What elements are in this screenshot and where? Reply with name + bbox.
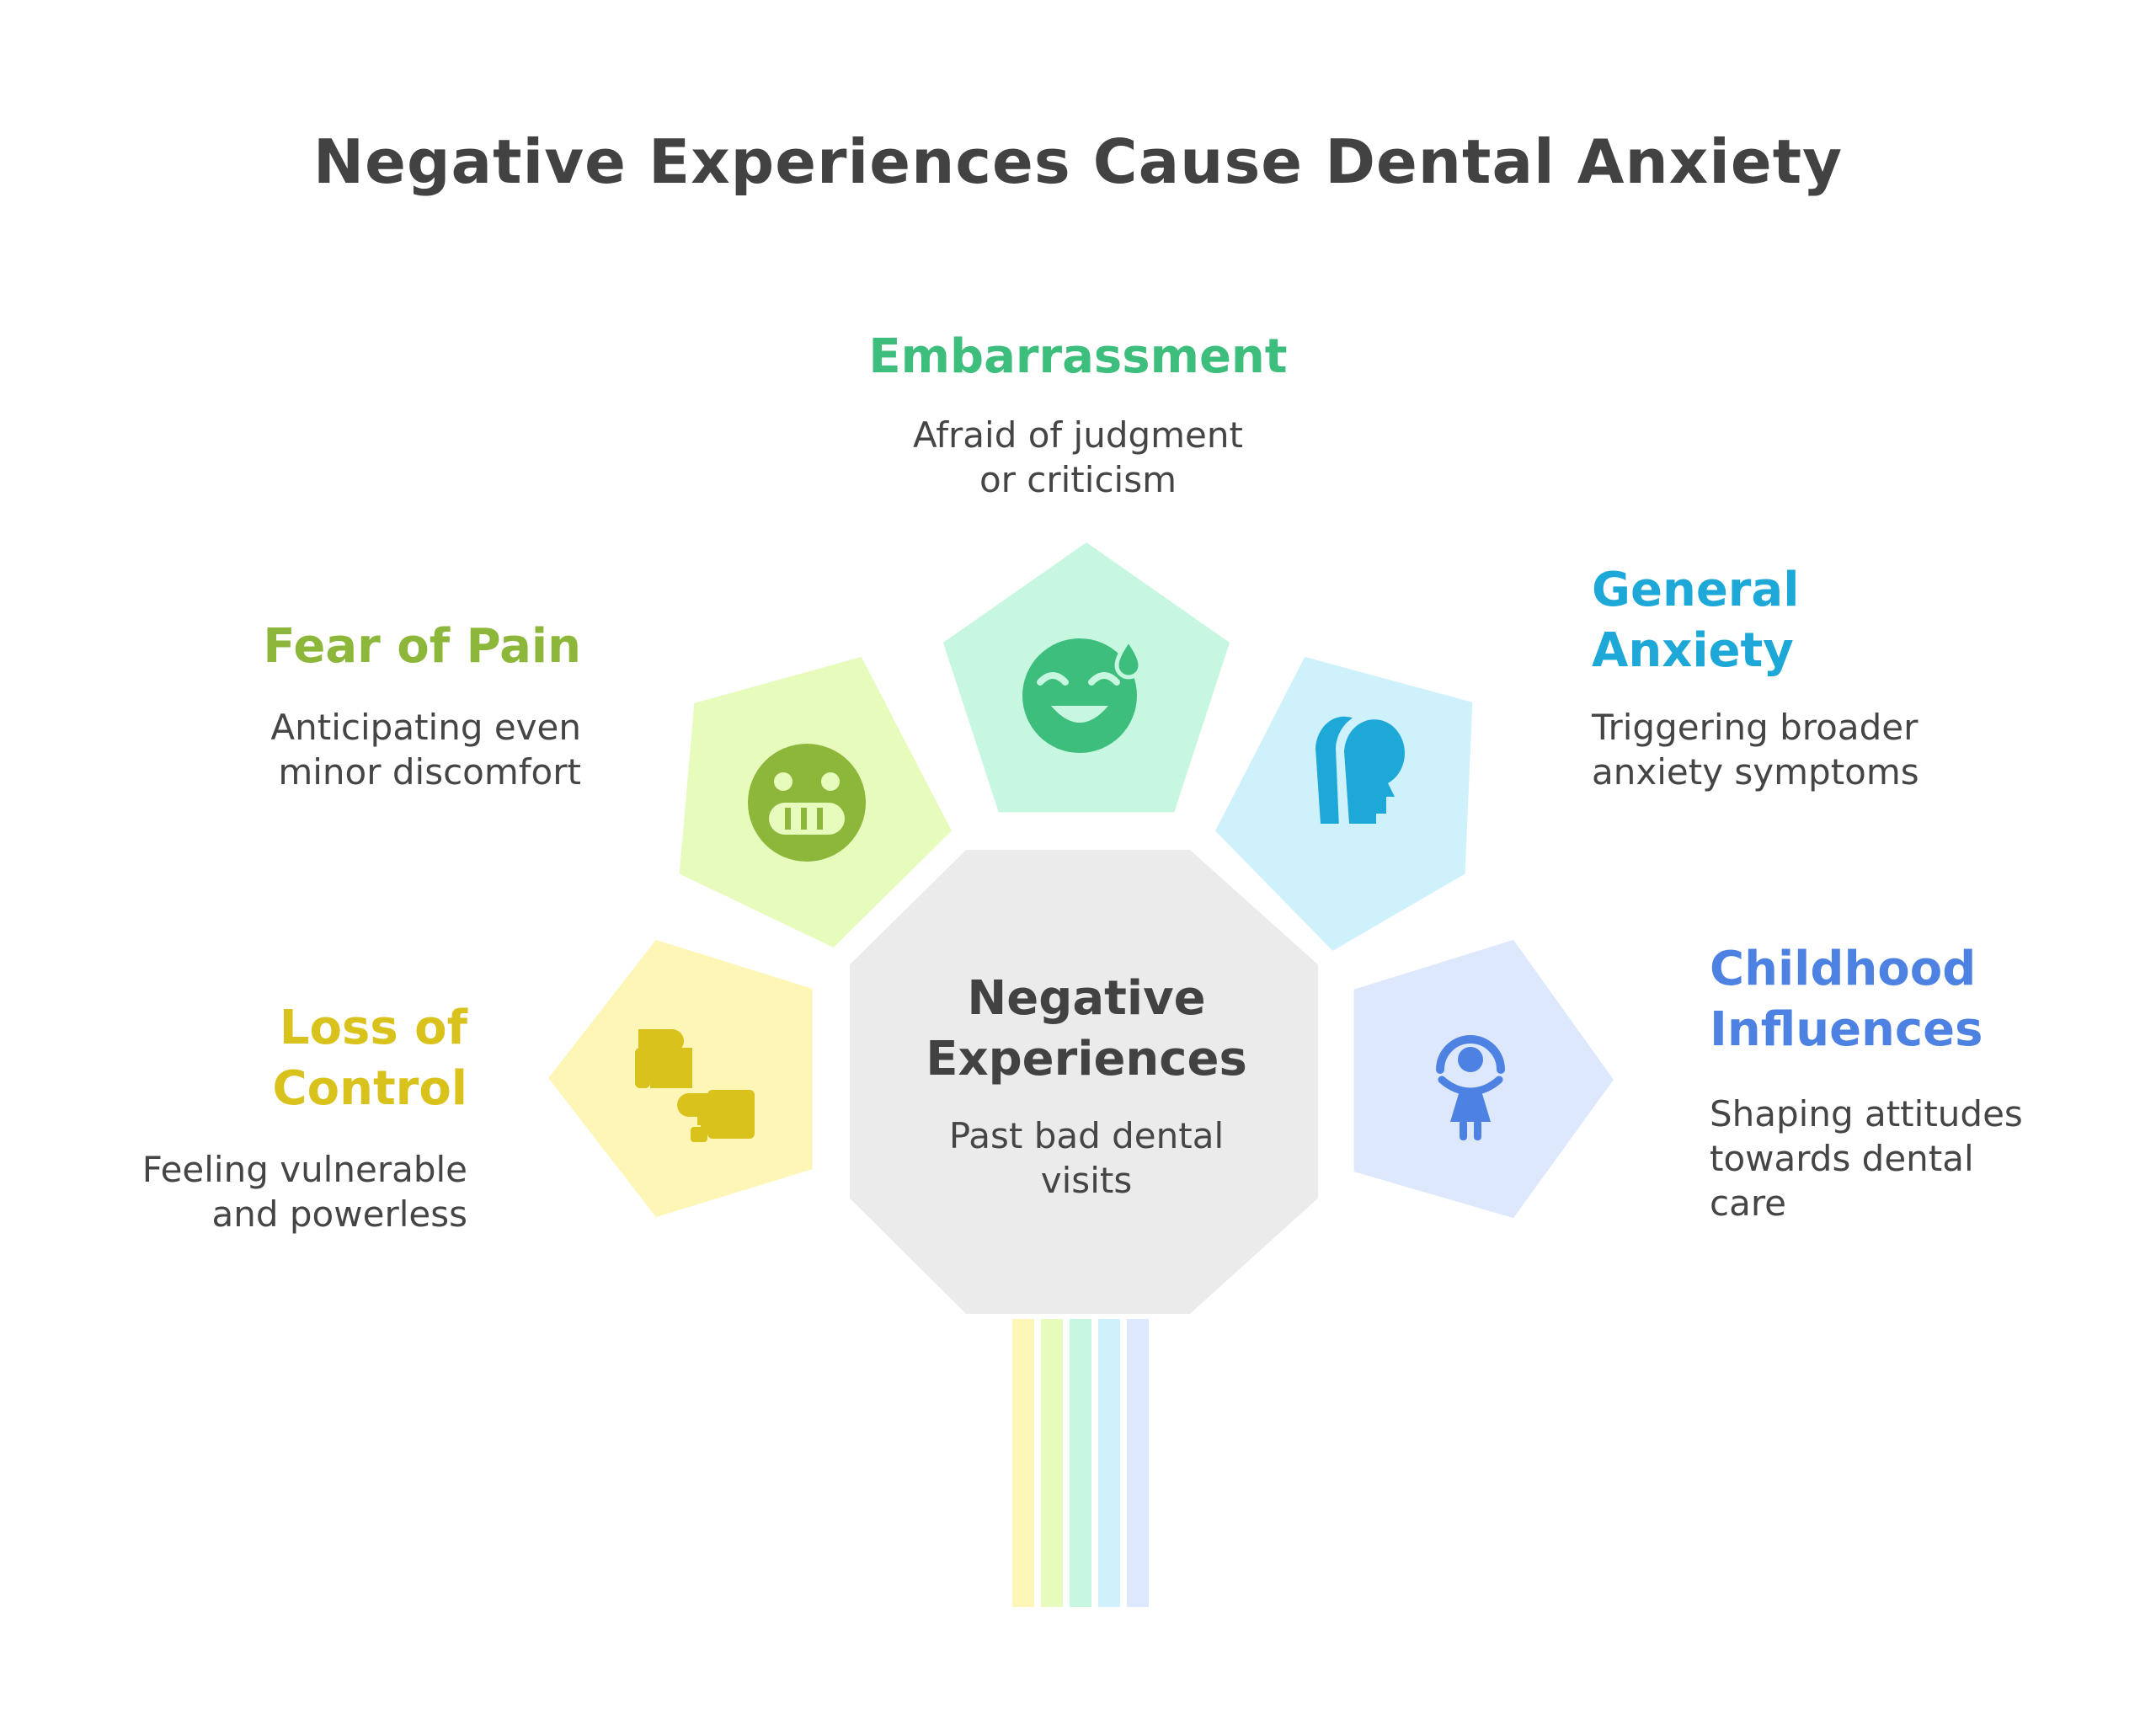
embarrassment-title: Embarrassment: [868, 329, 1288, 384]
childhood-influences-description: Shaping attitudes towards dental care: [1710, 1093, 2023, 1224]
stem-mint: [1066, 1312, 1095, 1610]
pointing-hands-icon: [635, 1029, 755, 1142]
embarrassment-description: Afraid of judgment or criticism: [913, 414, 1243, 500]
diagram-title: Negative Experiences Cause Dental Anxiet…: [312, 126, 1844, 197]
color-stems: [1009, 1312, 1152, 1610]
childhood-influences-title: Childhood Influences: [1710, 942, 1983, 1057]
stem-cyan: [1095, 1312, 1123, 1610]
center-octagon: [845, 845, 1323, 1319]
fear-of-pain-title: Fear of Pain: [263, 619, 581, 674]
general-anxiety-title: General Anxiety: [1592, 563, 1800, 678]
center-title: Negative Experiences: [926, 971, 1247, 1086]
overlapping-heads-icon: [1315, 713, 1405, 829]
stem-yellow: [1009, 1312, 1038, 1610]
fear-of-pain-description: Anticipating even minor discomfort: [270, 707, 581, 793]
sweat-smile-face-icon: [1022, 636, 1143, 753]
loss-of-control-title: Loss of Control: [272, 1001, 468, 1116]
stem-lime: [1038, 1312, 1066, 1610]
loss-of-control-description: Feeling vulnerable and powerless: [141, 1149, 467, 1235]
general-anxiety-description: Triggering broader anxiety symptoms: [1592, 707, 1919, 793]
pentagon-childhood-influences: [1349, 935, 1620, 1223]
center-description: Past bad dental visits: [948, 1115, 1225, 1201]
child-icon: [1436, 1035, 1505, 1140]
stem-blue: [1123, 1312, 1152, 1610]
grimacing-face-icon: [748, 744, 866, 862]
